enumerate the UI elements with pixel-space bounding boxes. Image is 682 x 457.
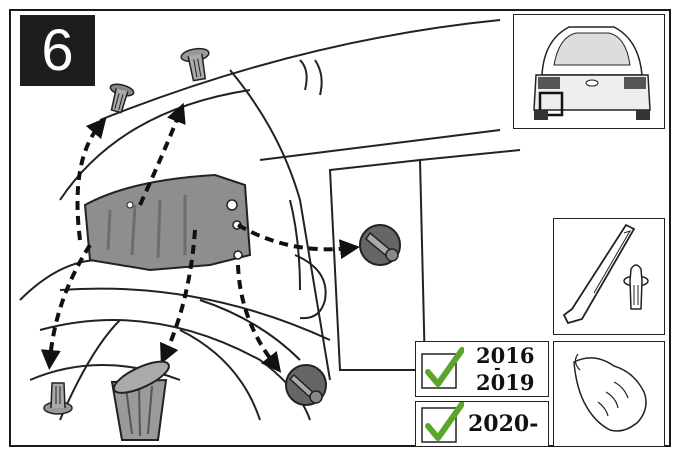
car-rear-icon [514,15,664,127]
fender-liner-part [85,175,250,270]
push-clip-icon [105,82,135,114]
year-to: 2019 [476,370,534,395]
push-clip-icon [180,47,213,82]
tools-panel [553,218,665,335]
year-from: 2016 [476,343,534,368]
year-box-2016-2019: 2016 - 2019 [415,341,549,397]
hand-panel [553,341,665,447]
check-icon [420,346,464,392]
hand-icon [554,342,664,446]
push-clip-icon [44,383,72,414]
year-box-2020: 2020- [415,401,549,447]
step-number-badge: 6 [20,15,95,86]
year-2020-label: 2020- [468,411,538,437]
wing-nut-icon [360,225,400,265]
car-rear-panel [513,14,665,129]
trim-tool-icon [564,225,634,323]
wing-nut-icon [286,365,326,405]
trash-can-icon [110,356,173,440]
push-clip-icon [624,265,648,309]
check-icon [420,402,464,446]
